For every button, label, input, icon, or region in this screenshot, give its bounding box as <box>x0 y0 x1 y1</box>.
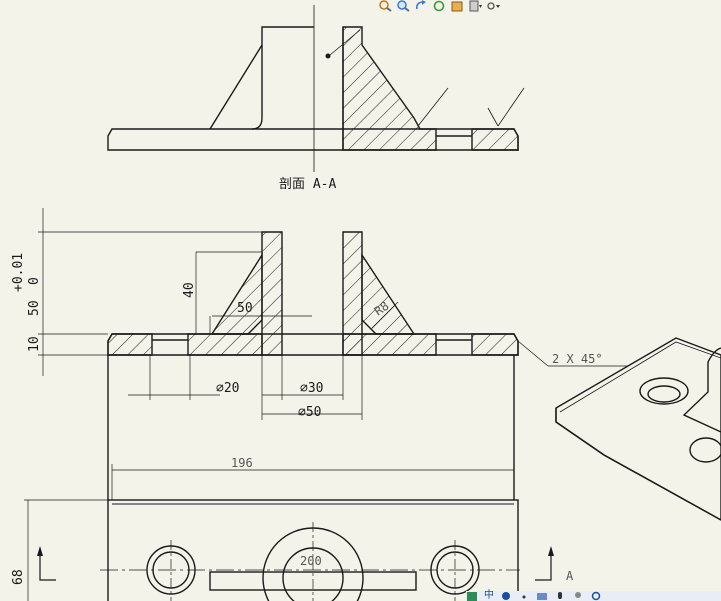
dim-zero: 0 <box>27 277 42 285</box>
view-orientation-icon[interactable] <box>468 0 482 12</box>
dim-r8: R8 <box>372 299 392 319</box>
section-left-profile <box>209 26 314 130</box>
dim-40: 40 <box>182 282 197 298</box>
front-wall-left <box>261 231 283 356</box>
front-hatch-1 <box>107 333 153 356</box>
dim-dia30: ∅30 <box>300 381 323 396</box>
front-dimension-lines <box>38 208 632 500</box>
zoom-area-icon[interactable] <box>396 0 410 12</box>
ime-status-bar: 中 <box>466 591 721 601</box>
section-leader-1 <box>417 87 449 127</box>
section-hatch-flange <box>471 128 519 151</box>
isometric-view[interactable] <box>555 337 721 521</box>
dim-tolerance: +0.01 <box>11 253 26 292</box>
view-arrow-left <box>39 550 56 581</box>
front-base-plate <box>107 333 519 356</box>
rotate-icon[interactable] <box>414 0 428 12</box>
comma-icon[interactable] <box>518 591 530 601</box>
dim-200: 200 <box>300 554 322 568</box>
dim-dia20: ∅20 <box>216 381 239 396</box>
front-rib-right <box>361 252 416 335</box>
mic-icon[interactable] <box>554 591 566 601</box>
front-view <box>107 231 519 500</box>
section-view-aa <box>107 5 525 172</box>
section-left-inner-fillet <box>251 45 263 130</box>
dim-chamfer: 2 X 45° <box>552 352 603 366</box>
top-view <box>24 499 554 601</box>
front-wall-right <box>342 231 363 356</box>
section-leader-2 <box>497 87 525 127</box>
moon-icon[interactable] <box>500 591 512 601</box>
section-leader-4 <box>329 29 361 56</box>
top-rib-slot <box>209 571 417 591</box>
view-arrow-right <box>535 550 552 581</box>
user-icon[interactable] <box>572 591 584 601</box>
dim-50-horizontal: 50 <box>237 301 253 316</box>
section-leader-dot <box>325 53 331 59</box>
section-leader-3 <box>487 107 499 127</box>
dim-10-vertical: 10 <box>27 336 42 352</box>
front-hatch-4 <box>471 333 519 356</box>
ime-label[interactable]: 中 <box>484 590 494 601</box>
section-base-plate <box>107 128 519 151</box>
view-arrow-label: A <box>566 569 574 583</box>
section-label: 剖面 A-A <box>279 177 336 192</box>
dim-196: 196 <box>231 456 253 470</box>
dim-50-vertical: 50 <box>27 300 42 316</box>
dim-68: 68 <box>11 569 26 585</box>
view-toolbar <box>378 0 500 12</box>
keyboard-icon[interactable] <box>536 591 548 601</box>
section-hatch-right <box>342 26 437 151</box>
refresh-icon[interactable] <box>432 0 446 12</box>
display-style-icon[interactable] <box>450 0 464 12</box>
front-hatch-2 <box>187 333 263 356</box>
front-rib-left <box>210 252 263 335</box>
app-icon[interactable] <box>466 591 478 601</box>
settings-icon[interactable] <box>590 591 602 601</box>
zoom-fit-icon[interactable] <box>378 0 392 12</box>
settings-icon[interactable] <box>486 0 500 12</box>
dim-dia50: ∅50 <box>298 405 321 420</box>
